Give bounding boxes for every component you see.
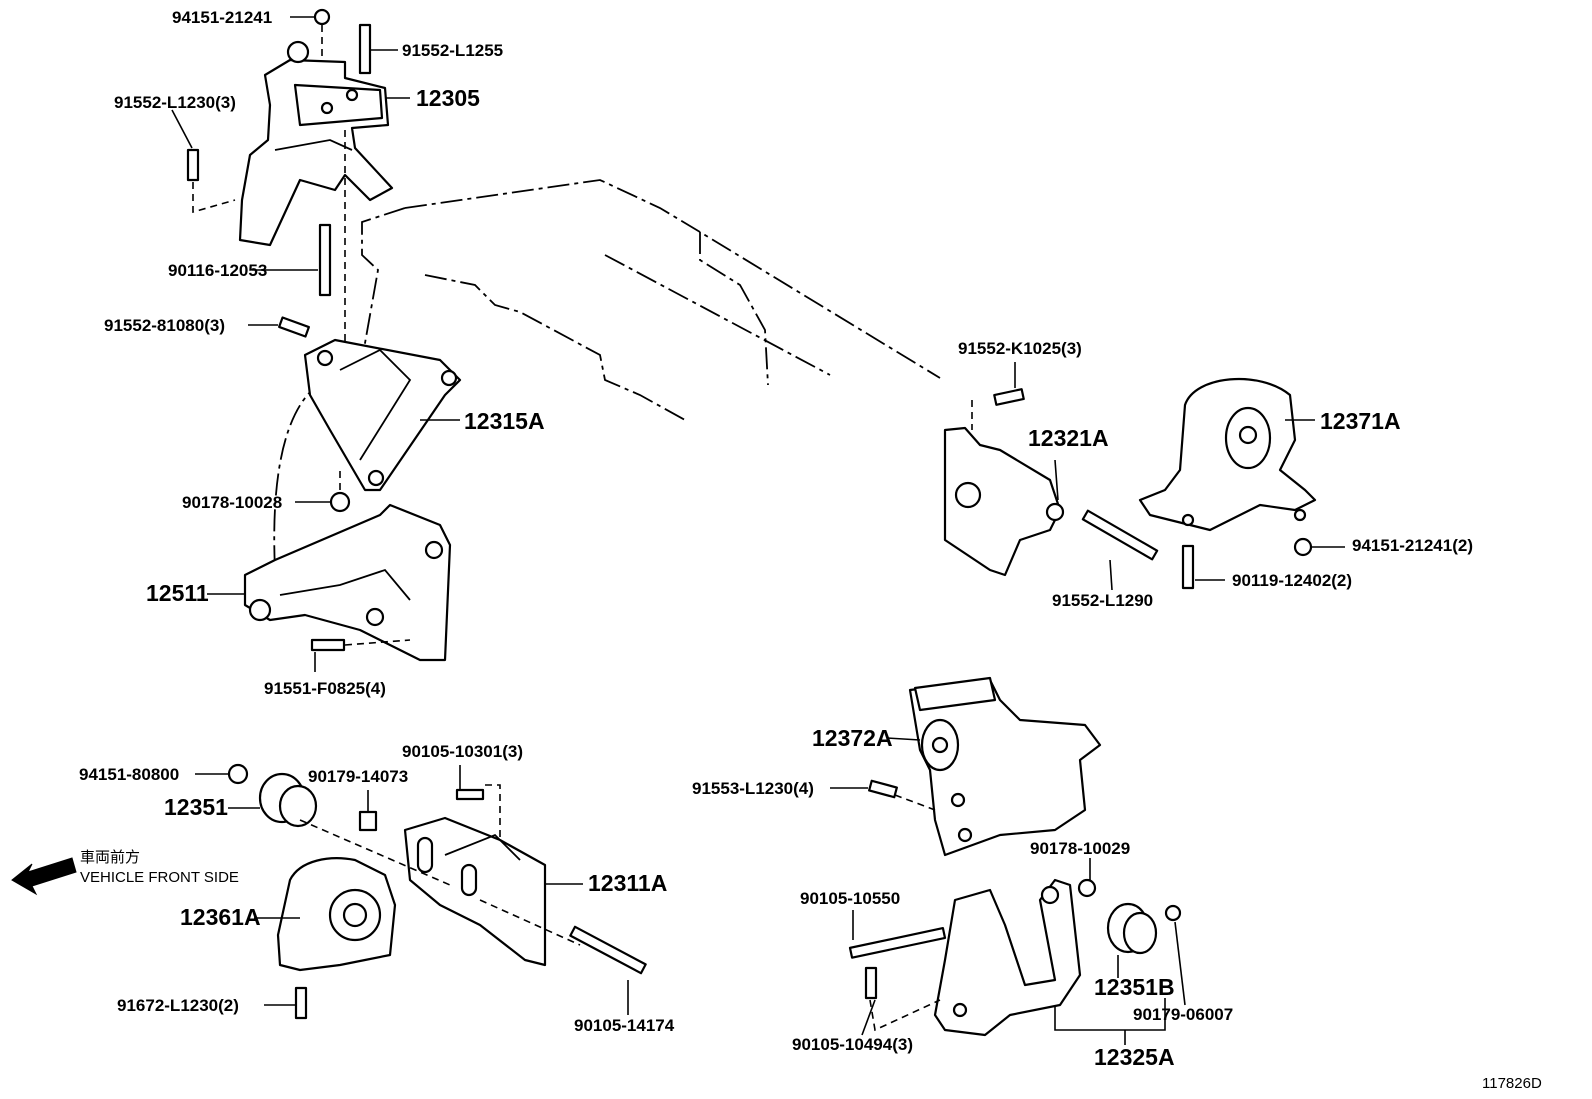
part-12361A — [276, 857, 397, 972]
label-12511: 12511 — [146, 580, 209, 606]
label-91552-81080-3: 91552-81080(3) — [104, 316, 225, 335]
label-91672-L1230-2: 91672-L1230(2) — [117, 996, 239, 1015]
label-91552-L1230-3: 91552-L1230(3) — [114, 93, 236, 112]
label-94151-80800: 94151-80800 — [79, 765, 180, 784]
left-arrow-icon — [11, 857, 77, 896]
part-12371A — [1138, 377, 1317, 532]
legend-japanese: 車両前方 — [80, 849, 141, 866]
label-90105-14174: 90105-14174 — [574, 1016, 675, 1035]
label-90116-12053: 90116-12053 — [168, 261, 268, 280]
label-94151-21241: 94151-21241 — [172, 8, 273, 27]
part-12351B — [1106, 902, 1158, 955]
label-12372A: 12372A — [812, 725, 893, 751]
label-12325A: 12325A — [1094, 1044, 1175, 1070]
label-12305: 12305 — [416, 85, 480, 111]
legend-english: VEHICLE FRONT SIDE — [80, 869, 239, 886]
diagram-id: 117826D — [1482, 1075, 1542, 1092]
assembly-lines — [192, 25, 973, 1032]
label-12311A: 12311A — [588, 870, 668, 896]
part-12372A — [908, 676, 1102, 857]
label-91553-L1230-4: 91553-L1230(4) — [692, 779, 814, 798]
label-91551-F0825-4: 91551-F0825(4) — [264, 679, 386, 698]
part-12511 — [243, 503, 452, 662]
part-12311A — [403, 816, 547, 967]
label-12315A: 12315A — [464, 408, 545, 434]
label-91552-L1290: 91552-L1290 — [1052, 591, 1154, 610]
part-12351 — [258, 772, 318, 828]
label-90119-12402-2: 90119-12402(2) — [1232, 571, 1353, 590]
label-90105-10550: 90105-10550 — [800, 889, 901, 908]
label-91552-K1025-3: 91552-K1025(3) — [958, 339, 1082, 358]
label-94151-21241-2: 94151-21241(2) — [1352, 536, 1473, 555]
leader-lines — [171, 16, 1345, 1045]
label-90178-10029: 90178-10029 — [1030, 839, 1131, 858]
label-90179-14073: 90179-14073 — [308, 767, 409, 786]
label-12351B: 12351B — [1094, 974, 1175, 1000]
label-12351: 12351 — [164, 794, 228, 820]
label-90178-10028: 90178-10028 — [182, 493, 283, 512]
label-12371A: 12371A — [1320, 408, 1401, 434]
part-12305 — [238, 40, 394, 247]
label-90179-06007: 90179-06007 — [1133, 1005, 1234, 1024]
label-12321A: 12321A — [1028, 425, 1109, 451]
label-12361A: 12361A — [180, 904, 261, 930]
label-90105-10301-3: 90105-10301(3) — [402, 742, 523, 761]
part-12325A — [933, 878, 1082, 1037]
part-12321A — [943, 426, 1065, 577]
label-91552-L1255: 91552-L1255 — [402, 41, 504, 60]
part-12315A — [303, 338, 462, 492]
label-90105-10494-3: 90105-10494(3) — [792, 1035, 913, 1054]
